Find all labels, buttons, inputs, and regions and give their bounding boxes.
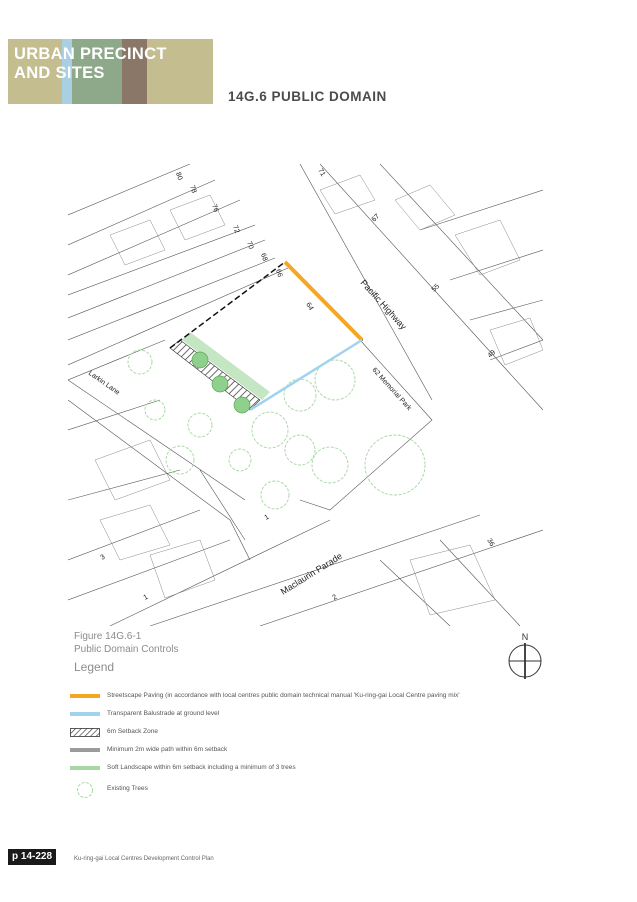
lot-number: 1: [143, 594, 150, 602]
legend-label: Existing Trees: [107, 785, 148, 792]
site-boundary: [169, 261, 364, 411]
legend-label: Transparent Balustrade at ground level: [107, 710, 220, 717]
banner-brown-band: [122, 39, 147, 104]
section-banner: URBAN PRECINCT AND SITES: [8, 39, 213, 104]
lot-number: 80: [174, 171, 183, 181]
hatched-box-icon: [70, 728, 100, 737]
legend-heading: Legend: [74, 660, 115, 674]
lot-number: 49: [487, 349, 498, 359]
label-pacific-highway: Pacific Highway: [359, 278, 409, 332]
label-memorial-park: 62 Memorial Park: [371, 367, 413, 413]
legend-item-path: Minimum 2m wide path within 6m setback: [70, 745, 540, 759]
legend-item-existing-trees: Existing Trees: [70, 782, 540, 802]
legend-label: Soft Landscape within 6m setback includi…: [107, 764, 296, 771]
new-trees: [191, 351, 251, 414]
street-boundaries: [68, 164, 543, 626]
legend-label: Streetscape Paving (in accordance with l…: [107, 692, 460, 699]
building-outlines: [94, 174, 543, 616]
section-title: 14G.6 PUBLIC DOMAIN: [228, 89, 387, 104]
banner-line-1: URBAN PRECINCT: [14, 45, 167, 63]
legend-label: Minimum 2m wide path within 6m setback: [107, 746, 228, 753]
page-number: p 14-228: [8, 849, 57, 865]
lot-number: 68: [259, 252, 268, 262]
lot-number: 72: [231, 224, 240, 234]
grey-line-icon: [70, 748, 100, 752]
document-title: Ku-ring-gai Local Centres Development Co…: [74, 856, 214, 862]
banner-title: URBAN PRECINCT AND SITES: [14, 45, 167, 83]
legend-item-setback-zone: 6m Setback Zone: [70, 727, 540, 741]
site-plan-map: Pacific Highway Larkin Lane Maclaurin Pa…: [68, 164, 543, 626]
lot-number: 2: [332, 594, 339, 602]
lot-number: 71: [316, 168, 326, 178]
banner-line-2: AND SITES: [14, 64, 105, 82]
lot-number: 55: [431, 283, 442, 293]
legend-label: 6m Setback Zone: [107, 728, 158, 735]
banner-blue-band: [62, 39, 72, 104]
lot-number: 76: [210, 203, 219, 213]
lot-number: 78: [188, 184, 197, 194]
lot-number: 67: [371, 213, 382, 223]
streetscape-paving-line: [283, 260, 364, 342]
legend-item-balustrade: Transparent Balustrade at ground level: [70, 709, 540, 723]
soft-landscape-strip: [182, 332, 270, 400]
orange-line-icon: [70, 694, 100, 698]
tree-icon: [77, 782, 93, 798]
lot-number: 66: [274, 268, 283, 278]
lot-number: 64: [304, 302, 314, 312]
legend-item-streetscape-paving: Streetscape Paving (in accordance with l…: [70, 691, 540, 705]
label-maclaurin-parade: Maclaurin Parade: [279, 551, 344, 597]
balustrade-line: [249, 338, 363, 412]
label-larkin-lane: Larkin Lane: [87, 370, 121, 397]
north-arrow-icon: N: [508, 632, 542, 679]
blue-line-icon: [70, 712, 100, 716]
lot-number: 1: [264, 514, 271, 522]
green-line-icon: [70, 766, 100, 770]
figure-title: Public Domain Controls: [74, 644, 179, 655]
lot-number: 3: [100, 554, 107, 562]
legend-item-soft-landscape: Soft Landscape within 6m setback includi…: [70, 763, 540, 777]
banner-green-band: [72, 39, 122, 104]
lot-numbers: 80 78 76 72 70 68 66 64 71 67 55 49 36 2…: [100, 168, 498, 602]
lot-number: 36: [485, 538, 495, 548]
north-label: N: [522, 632, 529, 642]
figure-number: Figure 14G.6-1: [74, 631, 142, 642]
lot-number: 70: [245, 240, 254, 250]
